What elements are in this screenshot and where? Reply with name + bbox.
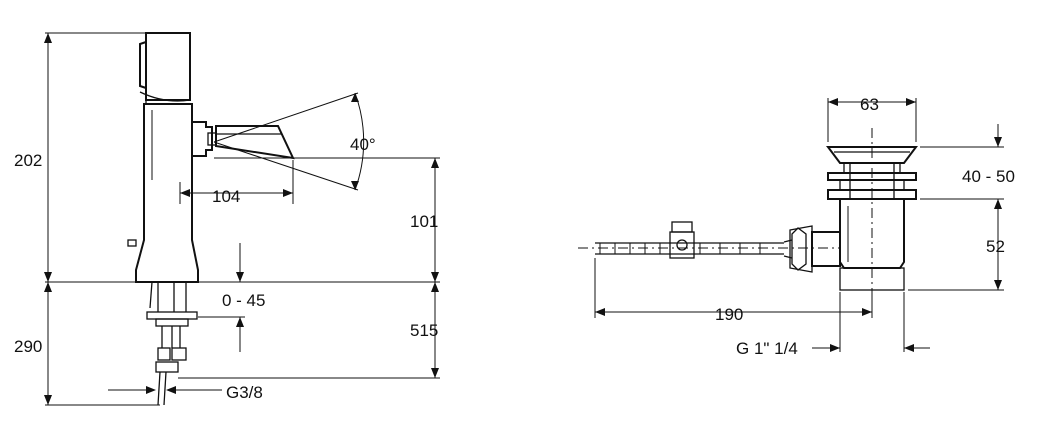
label-adjust-range: 0 - 45 bbox=[222, 291, 265, 310]
label-waste-diameter: 63 bbox=[860, 95, 879, 114]
label-pipe-length: 515 bbox=[410, 321, 438, 340]
label-height-upper: 202 bbox=[14, 151, 42, 170]
label-rod-length: 190 bbox=[715, 305, 743, 324]
label-spout-angle: 40° bbox=[350, 135, 376, 154]
label-spout-reach: 104 bbox=[212, 187, 240, 206]
label-waste-adjust: 40 - 50 bbox=[962, 167, 1015, 186]
mixer-side-view: 202 290 104 40° 101 0 - 45 515 G3/8 bbox=[14, 32, 440, 406]
label-waste-thread: G 1" 1/4 bbox=[736, 339, 798, 358]
label-connection-thread: G3/8 bbox=[226, 383, 263, 402]
waste-side-view: 63 40 - 50 52 190 G 1" 1/4 bbox=[578, 95, 1015, 358]
label-spout-height: 101 bbox=[410, 212, 438, 231]
label-height-lower: 290 bbox=[14, 337, 42, 356]
label-waste-body-height: 52 bbox=[986, 237, 1005, 256]
